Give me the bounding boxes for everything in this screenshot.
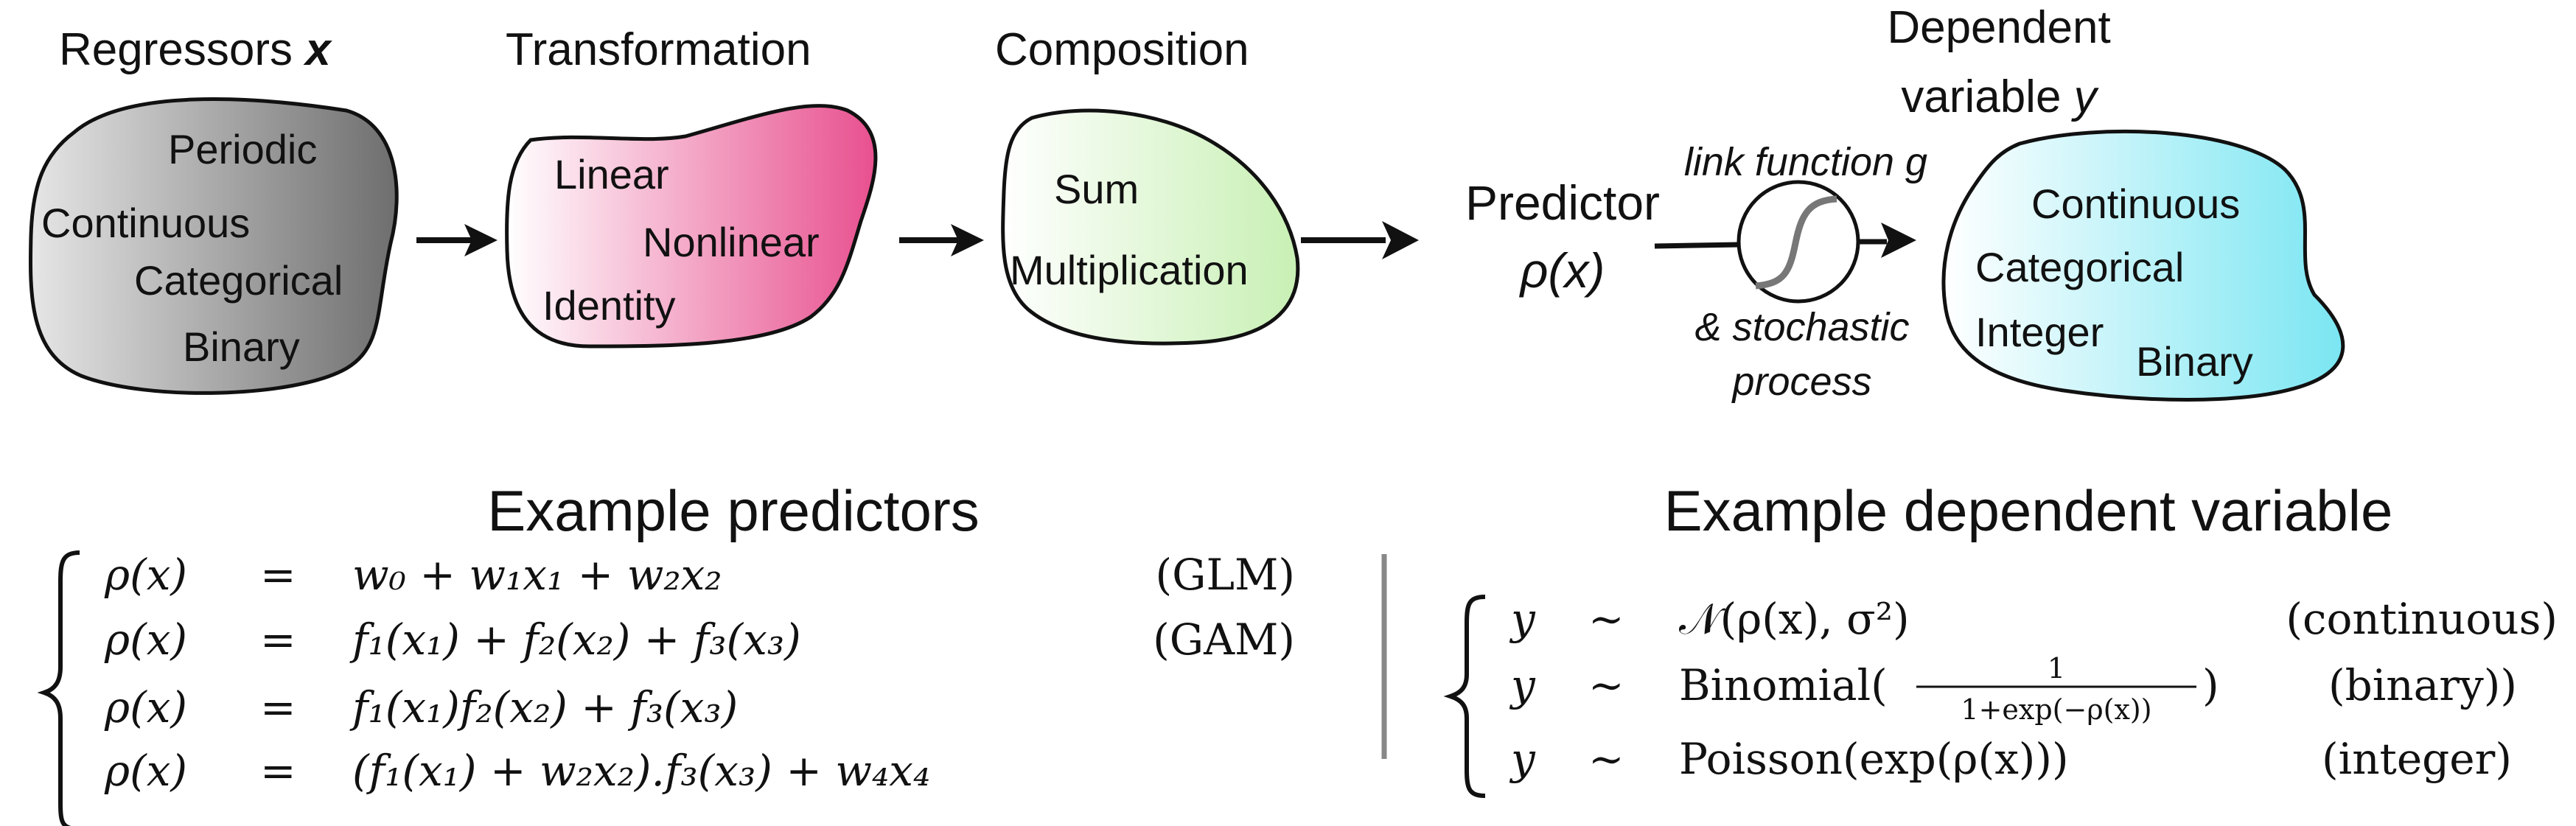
link-function-label: link function g bbox=[1684, 140, 1927, 184]
regressors-item-periodic: Periodic bbox=[168, 126, 317, 172]
transformation-item-identity: Identity bbox=[542, 282, 676, 329]
predictor-title: Predictor bbox=[1465, 175, 1660, 230]
dependent-row-2-frac-den: 1+exp(−ρ(x)) bbox=[1961, 693, 2151, 726]
dependent-row-2-prefix: Binomial( bbox=[1679, 660, 1888, 710]
regressors-title: Regressors x bbox=[59, 24, 332, 75]
regressors-item-binary: Binary bbox=[183, 323, 300, 370]
predictor-row-4: ρ(x) = (f₁(x₁) + w₂x₂).f₃(x₃) + w₄x₄ bbox=[104, 746, 930, 796]
predictors-heading: Example predictors bbox=[487, 478, 980, 543]
arrow-composition-to-predictor bbox=[1301, 221, 1419, 259]
dependent-row-3-tag: (integer) bbox=[2322, 734, 2512, 784]
composition-item-multiplication: Multiplication bbox=[1010, 247, 1249, 293]
composition-title: Composition bbox=[995, 24, 1249, 75]
dependent-row-1-rel: ∼ bbox=[1588, 594, 1624, 644]
regressors-item-continuous: Continuous bbox=[41, 200, 250, 246]
predictor-row-2-lhs: ρ(x) bbox=[104, 615, 187, 665]
transformation-title: Transformation bbox=[506, 24, 811, 75]
predictor-row-3: ρ(x) = f₁(x₁)f₂(x₂) + f₃(x₃) bbox=[104, 682, 738, 732]
transformation-item-nonlinear: Nonlinear bbox=[643, 219, 820, 265]
link-line bbox=[1654, 242, 1740, 249]
predictor-row-2-rhs: f₁(x₁) + f₂(x₂) + f₃(x₃) bbox=[349, 615, 801, 665]
stochastic-label: & stochastic bbox=[1694, 305, 1909, 349]
predictor-row-3-rhs: f₁(x₁)f₂(x₂) + f₃(x₃) bbox=[349, 682, 738, 732]
dependent-row-2-rel: ∼ bbox=[1588, 660, 1624, 710]
predictor-row-2-rel: = bbox=[260, 615, 296, 665]
dependent-row-1-tag: (continuous) bbox=[2286, 594, 2558, 644]
predictor-row-4-rhs: (f₁(x₁) + w₂x₂).f₃(x₃) + w₄x₄ bbox=[352, 746, 930, 796]
composition-item-sum: Sum bbox=[1054, 166, 1139, 212]
dependent-row-2: y ∼ Binomial( 1 1+exp(−ρ(x)) ) (binary)) bbox=[1509, 652, 2517, 726]
dependent-brace-icon bbox=[1443, 595, 1486, 798]
predictor-row-4-rel: = bbox=[260, 746, 296, 796]
arrow-regressors-to-transformation bbox=[416, 224, 498, 256]
dependent-row-1: y ∼ 𝒩(ρ(x), σ²) (continuous) bbox=[1509, 594, 2558, 644]
dependent-row-2-frac-num: 1 bbox=[2048, 652, 2065, 685]
predictor-row-1-tag: (GLM) bbox=[1156, 550, 1296, 600]
arrow-link-to-dependent bbox=[1858, 223, 1916, 258]
dependent-item-continuous: Continuous bbox=[2031, 181, 2240, 227]
predictors-brace-icon bbox=[37, 550, 80, 826]
dependent-title-line2: variable y bbox=[1901, 71, 2099, 122]
predictor-row-2-tag: (GAM) bbox=[1153, 615, 1295, 665]
regressors-blob bbox=[28, 97, 399, 395]
predictor-row-3-rel: = bbox=[260, 682, 296, 732]
dependent-heading: Example dependent variable bbox=[1664, 478, 2393, 543]
predictor-symbol: ρ(x) bbox=[1519, 243, 1605, 298]
dependent-row-3: y ∼ Poisson(exp(ρ(x))) (integer) bbox=[1509, 734, 2512, 784]
transformation-item-linear: Linear bbox=[554, 151, 669, 197]
dependent-row-2-lhs: y bbox=[1509, 660, 1536, 710]
dependent-row-3-rel: ∼ bbox=[1588, 734, 1624, 784]
predictor-row-1-rhs: w₀ + w₁x₁ + w₂x₂ bbox=[352, 550, 722, 600]
dependent-item-binary: Binary bbox=[2136, 338, 2253, 385]
dependent-row-2-tag: (binary)) bbox=[2328, 660, 2517, 710]
predictor-row-1-rel: = bbox=[260, 550, 296, 600]
dependent-blob bbox=[1941, 129, 2345, 402]
predictor-row-1: ρ(x) = w₀ + w₁x₁ + w₂x₂ (GLM) bbox=[104, 550, 1295, 600]
dependent-row-1-lhs: y bbox=[1509, 594, 1536, 644]
dependent-row-1-rhs: 𝒩(ρ(x), σ²) bbox=[1679, 594, 1910, 644]
composition-blob bbox=[1001, 108, 1300, 346]
dependent-item-integer: Integer bbox=[1975, 309, 2104, 355]
dependent-item-categorical: Categorical bbox=[1975, 244, 2184, 290]
dependent-row-3-lhs: y bbox=[1509, 734, 1536, 784]
dependent-title-line1: Dependent bbox=[1887, 2, 2110, 53]
sigmoid-icon bbox=[1736, 180, 1860, 304]
process-label: process bbox=[1731, 360, 1871, 404]
arrow-transformation-to-composition bbox=[899, 224, 984, 256]
predictor-row-2: ρ(x) = f₁(x₁) + f₂(x₂) + f₃(x₃) (GAM) bbox=[104, 615, 1295, 665]
predictor-row-1-lhs: ρ(x) bbox=[104, 550, 187, 600]
predictor-row-3-lhs: ρ(x) bbox=[104, 682, 187, 732]
regressors-item-categorical: Categorical bbox=[134, 257, 343, 304]
dependent-row-2-suffix: ) bbox=[2202, 660, 2219, 710]
predictor-row-4-lhs: ρ(x) bbox=[104, 746, 187, 796]
transformation-blob bbox=[505, 104, 878, 349]
dependent-row-3-rhs: Poisson(exp(ρ(x))) bbox=[1679, 734, 2069, 784]
